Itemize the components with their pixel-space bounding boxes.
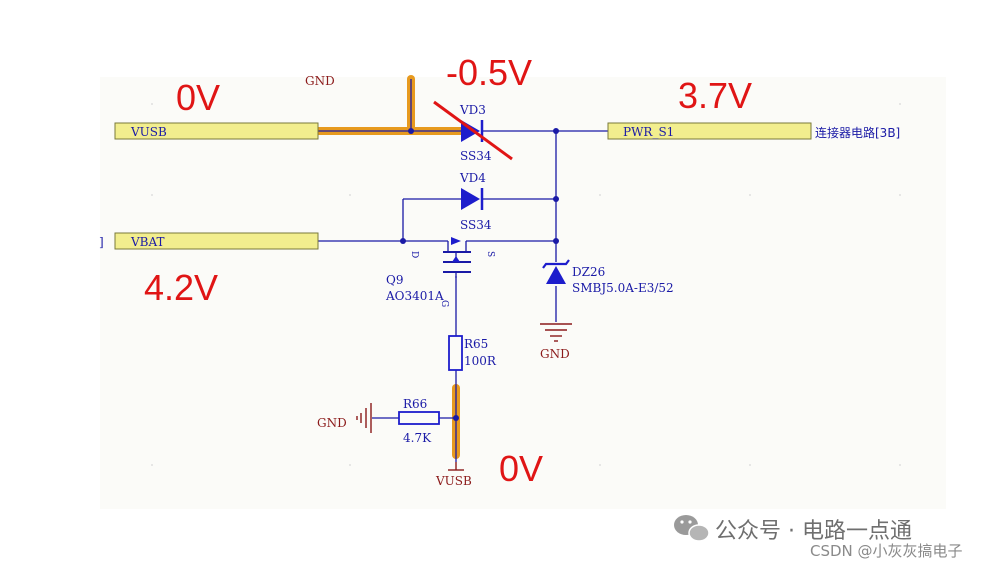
port-pwr-s1-ref[interactable]: 连接器电路[3B]	[815, 125, 900, 140]
vusb-bottom-label: VUSB	[435, 474, 472, 488]
vusb-bottom-net: VUSB	[435, 462, 472, 488]
gnd-top-label: GND	[305, 74, 335, 88]
gnd-r66-label: GND	[317, 416, 347, 430]
annotation-vd3-drop: -0.5V	[446, 52, 532, 93]
port-vbat-label: VBAT	[130, 235, 165, 249]
schematic-sheet	[100, 77, 946, 509]
watermark-author: CSDN @小灰灰搞电子	[810, 542, 963, 560]
watermark-channel: 公众号 · 电路一点通	[715, 519, 912, 544]
mosfet-q9[interactable]: D S G Q9 AO3401A	[385, 237, 495, 307]
diode-vd3-value: SS34	[460, 149, 492, 163]
wechat-icon	[674, 515, 710, 542]
resistor-r65-value: 100R	[464, 354, 497, 368]
annotation-out-voltage: 3.7V	[678, 75, 752, 116]
tvs-diode-dz26-value: SMBJ5.0A-E3/52	[572, 281, 674, 295]
mosfet-q9-channel-arrow	[452, 256, 460, 262]
annotation-vbat-voltage: 4.2V	[144, 267, 218, 308]
resistor-r66-ref: R66	[403, 397, 427, 411]
diode-vd4-ref: VD4	[459, 171, 486, 185]
mosfet-q9-pin-g: G	[439, 300, 449, 307]
watermark: 公众号 · 电路一点通 CSDN @小灰灰搞电子	[674, 515, 963, 560]
mosfet-q9-ref: Q9	[386, 273, 403, 287]
tvs-diode-dz26[interactable]: DZ26 SMBJ5.0A-E3/52	[542, 259, 674, 295]
tvs-diode-dz26-ref: DZ26	[572, 265, 605, 279]
diode-vd4-symbol	[461, 188, 480, 210]
mosfet-q9-pin-s: S	[485, 251, 495, 257]
resistor-r66-value: 4.7K	[403, 431, 432, 445]
port-vusb[interactable]: VUSB	[114, 122, 319, 140]
port-pwr-s1[interactable]: PWR_S1	[607, 122, 812, 140]
mosfet-q9-pin-d: D	[409, 251, 419, 258]
annotation-gate-voltage: 0V	[499, 448, 543, 489]
vd3-cross-out-mark	[433, 100, 513, 161]
voltage-annotations: 0V -0.5V 3.7V 4.2V 0V	[144, 52, 752, 489]
diode-vd4-value: SS34	[460, 218, 492, 232]
tvs-diode-dz26-symbol	[546, 266, 566, 284]
gnd-symbol-dz26: GND	[540, 323, 572, 361]
grid-dots	[151, 103, 901, 466]
diode-vd4[interactable]: VD4 SS34	[459, 171, 492, 232]
port-vusb-label: VUSB	[130, 125, 167, 139]
resistor-r66[interactable]: R66 4.7K	[398, 397, 440, 445]
gnd-symbol-r66: GND	[317, 403, 372, 433]
diode-vd3-ref: VD3	[459, 103, 486, 117]
resistor-r65-ref: R65	[464, 337, 488, 351]
gnd-dz26-label: GND	[540, 347, 570, 361]
resistor-r65[interactable]: R65 100R	[448, 335, 497, 371]
junction-dots	[400, 128, 559, 421]
mosfet-q9-value: AO3401A	[385, 289, 444, 303]
port-pwr-s1-label: PWR_S1	[623, 125, 674, 139]
annotation-vusb-voltage: 0V	[176, 77, 220, 118]
port-vbat-ref: ]	[99, 235, 104, 249]
mosfet-q9-body-diode-arrow	[451, 237, 461, 245]
port-vbat[interactable]: VBAT	[114, 232, 319, 250]
